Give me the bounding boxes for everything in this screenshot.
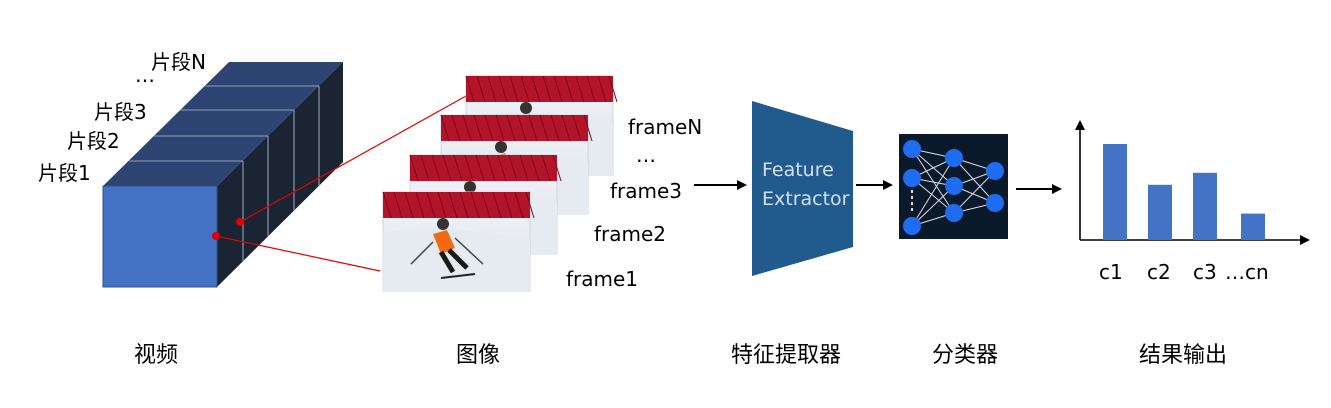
category-label: c2 [1147,260,1171,284]
network-edge [911,177,955,214]
frame-point-marker [212,232,220,240]
network-node [945,149,963,167]
result-chart: c1 c2 c3 …cn [1075,120,1310,284]
cube-top-face [103,62,343,186]
classifier [899,134,1008,239]
frame-point-marker [236,218,244,226]
stage-captions: 视频 图像 特征提取器 分类器 结果输出 [134,343,1227,368]
frame-stack [382,75,618,292]
network-node [945,204,963,222]
category-label: c3 [1193,260,1217,284]
segment-dividers-side [242,86,320,261]
segment-label: 片段2 [67,129,120,153]
cube-front-face [102,185,218,288]
network-node [945,177,963,195]
bar-c2 [1148,184,1172,240]
network-edge [911,185,955,227]
frame-label: frame1 [566,267,638,291]
extractor-shape [752,101,853,276]
frame-labels: frameN … frame3 frame2 frame1 [566,115,702,291]
caption-video: 视频 [134,343,178,368]
frame-label: … [636,143,656,167]
video-frame-image [382,191,535,292]
network-nodes [903,140,1004,235]
bar-c3 [1193,172,1217,240]
caption-classifier: 分类器 [932,343,998,368]
feature-extractor: Feature Extractor [752,101,853,276]
network-node [986,162,1004,180]
segment-label: 片段N [151,50,206,74]
frame-label: frameN [628,115,702,139]
zoom-lines [215,95,467,272]
video-cube [102,62,343,288]
category-label: …cn [1225,260,1269,284]
frame-label: frame3 [610,179,682,203]
network-node [903,217,921,235]
frame-label: frame2 [594,222,666,246]
cube-side-face [217,62,343,287]
segment-dividers-top [129,85,319,162]
caption-images: 图像 [456,343,500,368]
chart-category-labels: c1 c2 c3 …cn [1099,260,1269,284]
extractor-label-line2: Extractor [762,188,850,210]
network-edge [911,148,955,214]
network-node [903,169,921,187]
network-edge [953,170,996,214]
segment-label: 片段3 [94,100,147,124]
network-node [903,140,921,158]
segment-label: … [135,63,155,87]
bar-c1 [1103,144,1127,240]
network-edge [953,157,996,204]
caption-extractor: 特征提取器 [731,343,841,368]
segment-label: 片段1 [38,161,91,185]
network-node [986,194,1004,212]
caption-result: 结果输出 [1139,343,1227,368]
segment-labels: 片段1 片段2 片段3 … 片段N [38,50,206,185]
network-edge [911,157,955,227]
extractor-label-line1: Feature [762,159,834,181]
chart-bars [1103,144,1265,240]
bar-cn [1241,213,1265,240]
category-label: c1 [1099,260,1123,284]
